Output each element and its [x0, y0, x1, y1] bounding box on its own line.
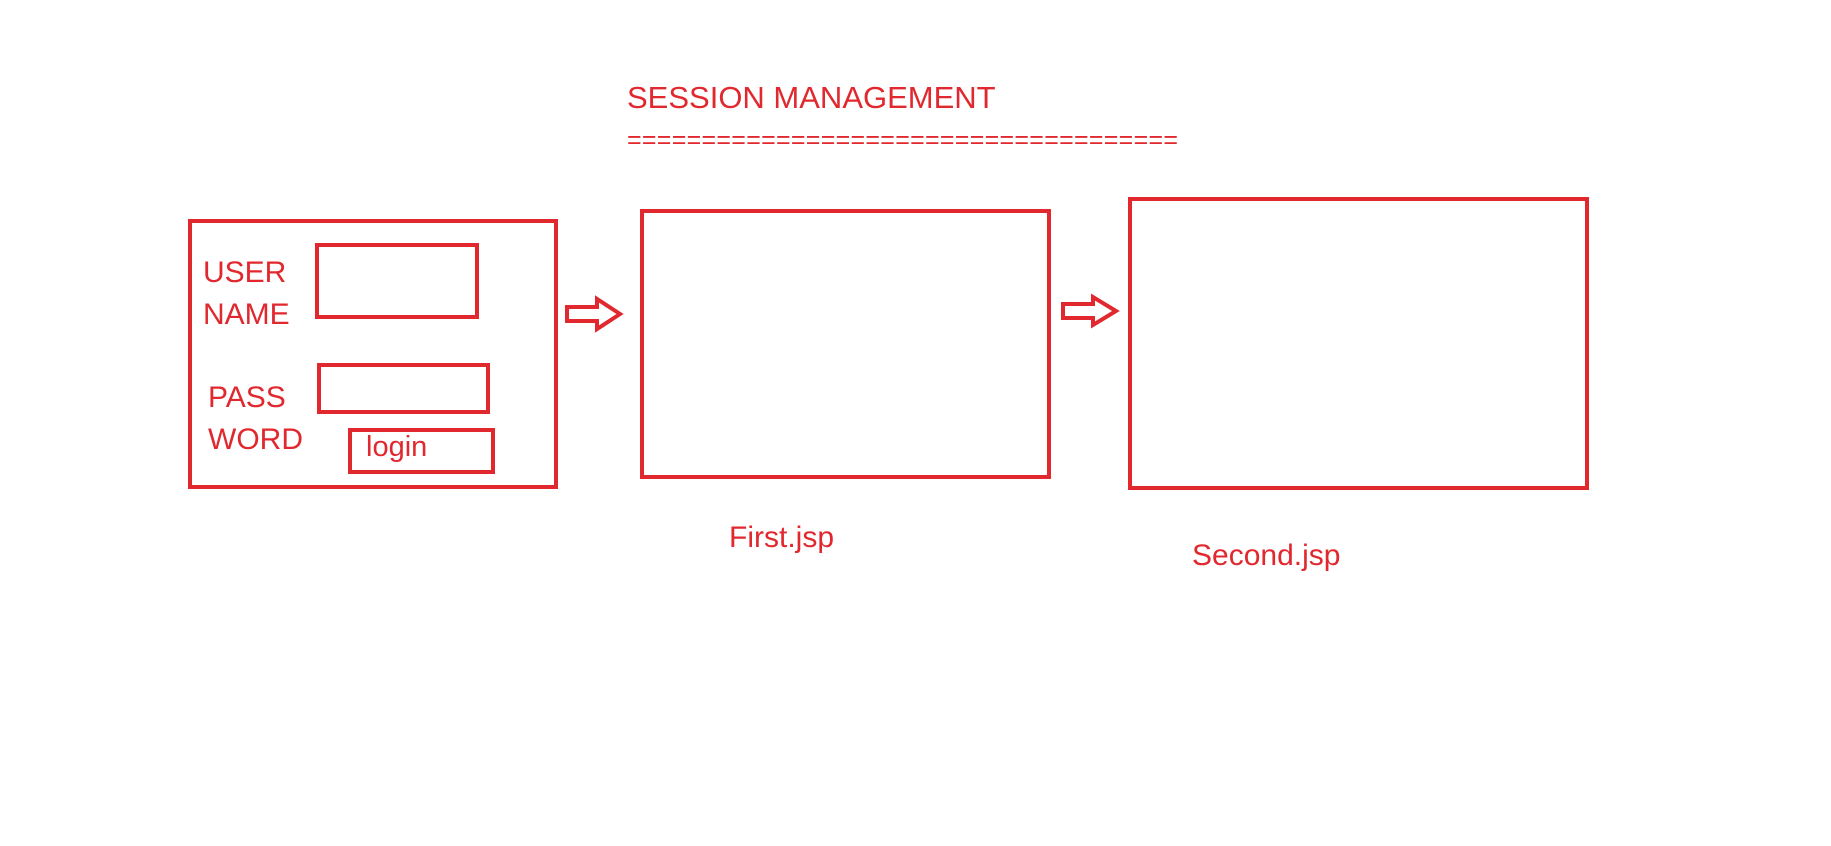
login-button[interactable]: [348, 428, 495, 474]
arrow-right-icon: [1061, 293, 1120, 329]
second-jsp-label: Second.jsp: [1192, 539, 1341, 572]
password-input[interactable]: [317, 363, 490, 414]
diagram-title: SESSION MANAGEMENT: [627, 80, 996, 115]
second-jsp-page: [1128, 197, 1589, 490]
first-jsp-label: First.jsp: [729, 521, 834, 554]
password-label-line1: PASS: [208, 381, 286, 414]
username-label-line2: NAME: [203, 298, 290, 331]
login-button-label: login: [366, 431, 428, 463]
username-input[interactable]: [315, 243, 479, 319]
username-label-line1: USER: [203, 256, 287, 289]
password-label-line2: WORD: [208, 423, 303, 456]
login-panel: [188, 219, 558, 489]
arrow-right-icon: [565, 295, 624, 333]
first-jsp-page: [640, 209, 1051, 479]
title-underline: =====================================: [627, 126, 1179, 154]
